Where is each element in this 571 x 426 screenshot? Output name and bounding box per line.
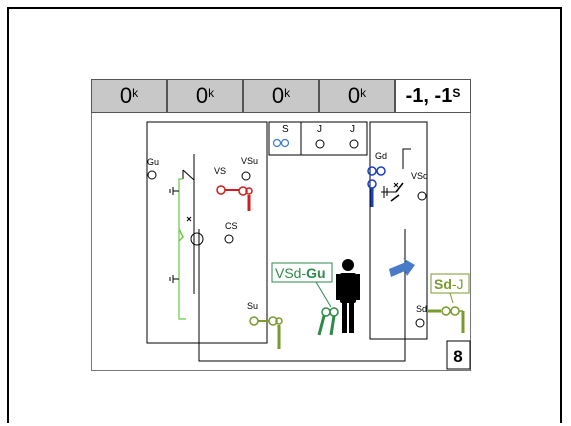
label-vsu: VSu [241, 156, 258, 166]
label-gu: Gu [147, 157, 159, 167]
right-circuit [381, 182, 404, 202]
socket-j1 [315, 139, 325, 149]
green-wire [178, 178, 186, 320]
blue-key-gd-icon [367, 166, 386, 207]
diagram-body [91, 113, 471, 371]
header-cell-1-sup: k [132, 86, 139, 100]
header-cell-4-base: 0 [347, 83, 361, 108]
callout-vsd-gu-text: VSd-Gu [275, 265, 326, 281]
header-cell-1-base: 0 [119, 83, 133, 108]
callout-vsd-gu [271, 262, 333, 283]
lamp-icon [190, 232, 204, 246]
middle-top-box [268, 121, 368, 156]
label-j2: J [350, 124, 355, 135]
olive-key-sd-icon [427, 306, 465, 333]
header-cell-3-sup: k [284, 86, 291, 100]
header-cell-5-base: -1, -1 [405, 84, 453, 107]
label-sd: Sd [416, 304, 427, 314]
blue-key-s-icon [272, 138, 290, 148]
red-key-icon [216, 185, 253, 211]
header-cell-5-sup: S [452, 86, 461, 100]
label-vs: VS [214, 166, 226, 176]
label-vsd: VSd [411, 171, 428, 181]
blue-arrow-icon [389, 258, 415, 277]
olive-key-su-icon [249, 316, 283, 349]
left-circuit [169, 154, 204, 320]
socket-vsd [417, 191, 427, 201]
label-j1: J [317, 124, 322, 135]
header-cell-2-base: 0 [195, 83, 209, 108]
circuit-diagram: 8 Gu VS VSu [146, 121, 471, 370]
person-icon [336, 259, 360, 333]
socket-cs [224, 234, 234, 244]
green-key-person-icon [317, 307, 339, 336]
header-cell-2-sup: k [208, 86, 215, 100]
callout-sd-j-part1: Sd [434, 276, 452, 292]
left-room [146, 121, 268, 344]
right-room [369, 121, 428, 340]
header-cell-4-sup: k [360, 86, 367, 100]
callout-vsd-gu-part2: Gu [306, 265, 325, 281]
callout-sd-j-text: Sd-J [434, 276, 464, 292]
socket-j2 [349, 139, 359, 149]
socket-sd [415, 318, 425, 328]
page-number-box [446, 340, 471, 370]
label-s: S [282, 124, 289, 135]
page-number: 8 [453, 347, 462, 366]
label-gd: Gd [375, 151, 387, 161]
label-cs: CS [225, 221, 238, 231]
callout-vsd-gu-part1: VSd- [275, 265, 306, 281]
socket-vsu [241, 171, 251, 181]
socket-gu [147, 170, 157, 180]
callout-sd-j-part2: -J [452, 276, 464, 292]
green-key-icon [178, 228, 184, 242]
label-su: Su [247, 301, 258, 311]
header-cell-3-base: 0 [271, 83, 285, 108]
bottom-wire [198, 229, 406, 362]
